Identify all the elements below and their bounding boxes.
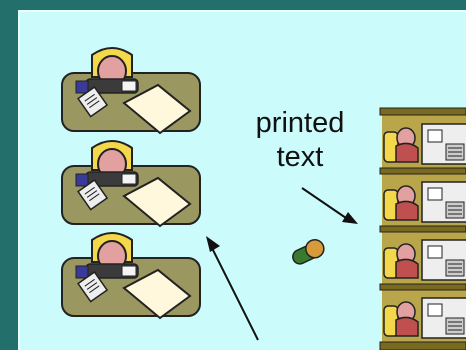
compositor-cubicles	[379, 107, 466, 350]
arrow-icon	[206, 236, 259, 341]
desk-worker-2	[61, 140, 201, 227]
arrow-icon	[301, 187, 358, 224]
carrier-icon	[292, 238, 325, 265]
annotation-label: printed text	[240, 106, 360, 174]
annotation-line-1: printed	[255, 107, 345, 139]
desk-worker-1	[61, 47, 201, 134]
annotation-line-2: text	[276, 141, 324, 173]
desk-worker-3	[61, 232, 201, 319]
